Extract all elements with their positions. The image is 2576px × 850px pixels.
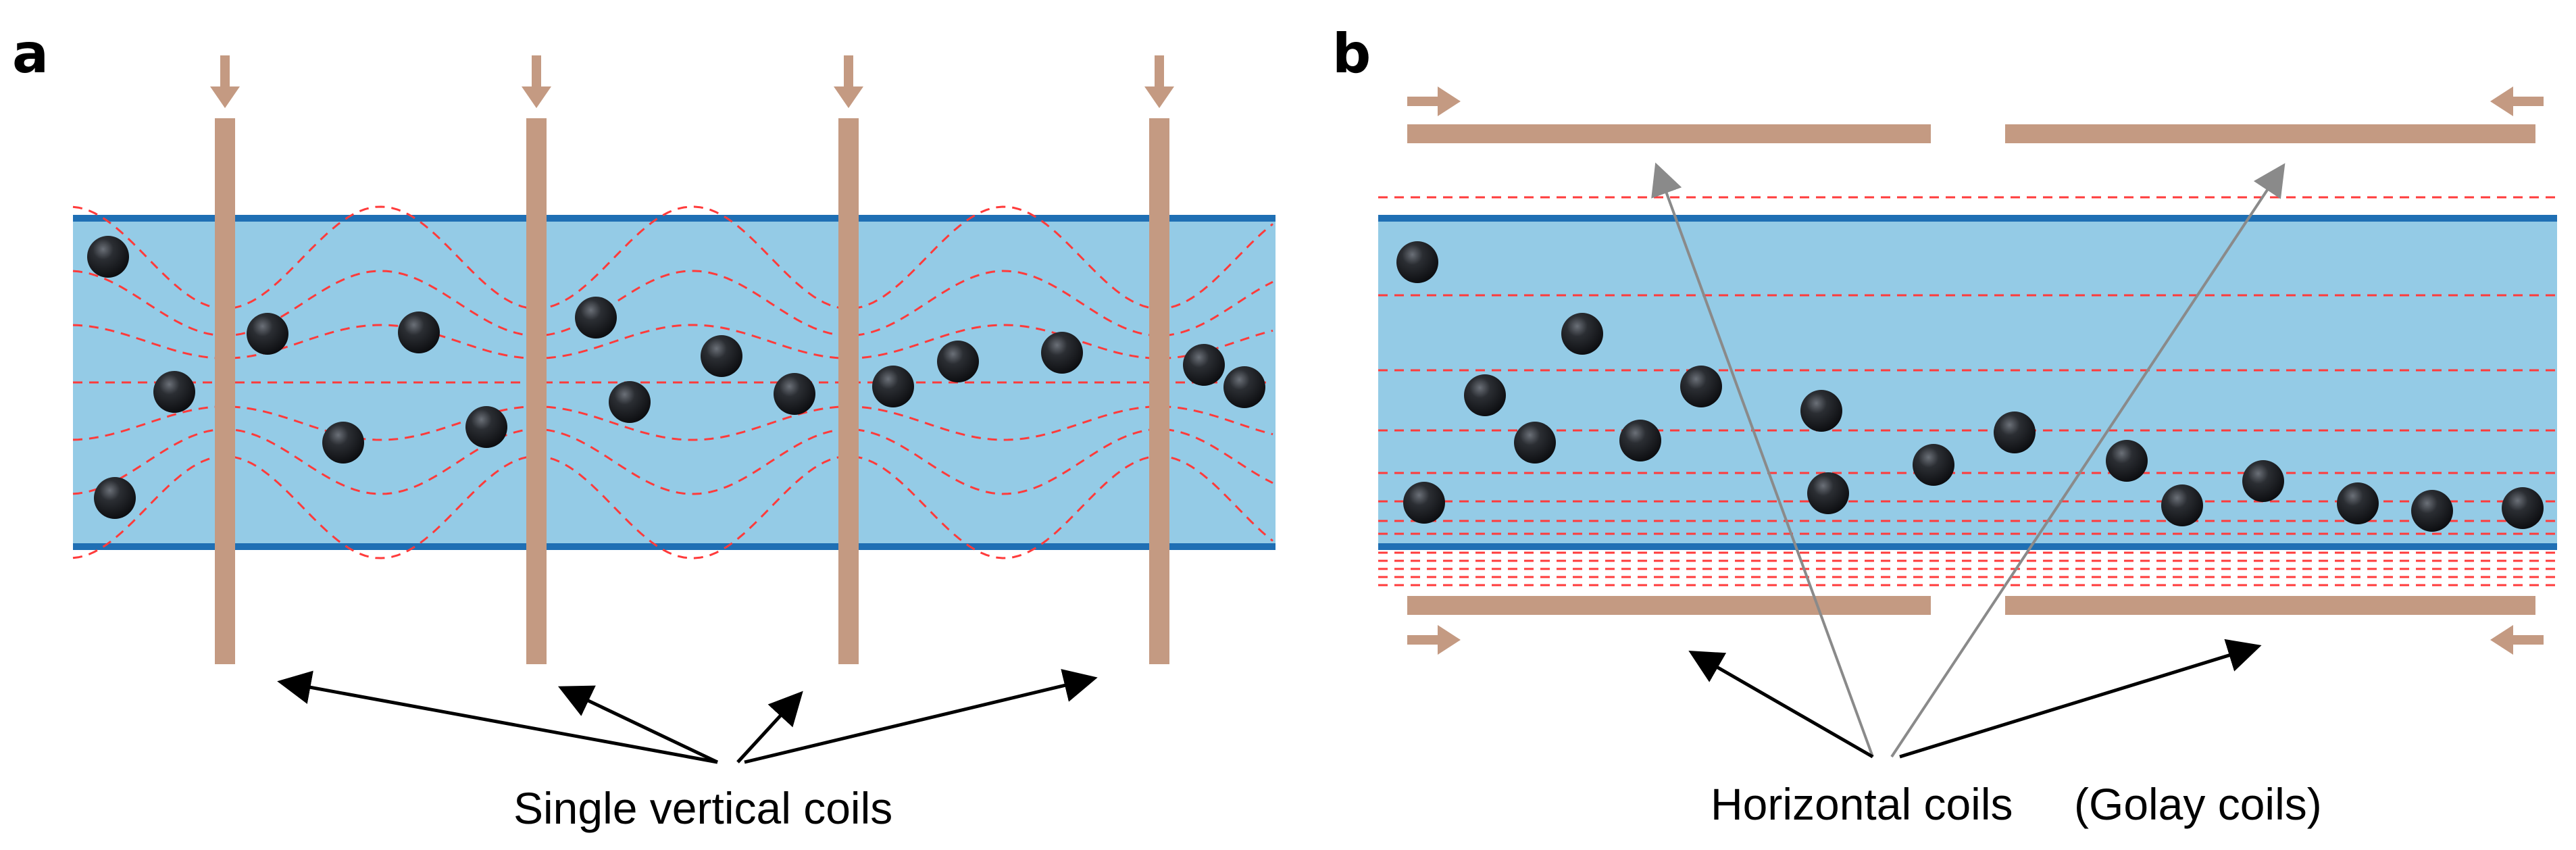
particle-icon (94, 477, 136, 519)
particles-b (1396, 241, 2544, 532)
horizontal-coils (1407, 124, 2535, 615)
panel-a-caption: Single vertical coils (513, 783, 893, 833)
pointer-arrow (1688, 651, 1874, 759)
vertical-coil-1 (215, 118, 235, 664)
current-arrows-b (1407, 86, 2544, 655)
particle-icon (1514, 422, 1556, 464)
particle-icon (465, 406, 507, 448)
field-line (72, 428, 1273, 495)
down-arrow-icon (522, 55, 551, 108)
vertical-coil-2 (526, 118, 547, 664)
pointer-arrow-gray (1890, 163, 2285, 758)
horizontal-coil-bottom-right (2005, 596, 2535, 615)
pointer-arrow-gray (1651, 162, 1874, 757)
particle-icon (2337, 482, 2379, 524)
particle-icon (1680, 366, 1722, 407)
pointer-arrow (1899, 639, 2262, 759)
vertical-coil-3 (838, 118, 859, 664)
right-arrow-icon (1407, 86, 1461, 116)
particle-icon (87, 236, 129, 278)
pointer-arrow (744, 669, 1098, 764)
pointer-arrows-b (1651, 162, 2285, 759)
particle-icon (1464, 374, 1506, 416)
vertical-coil-4 (1149, 118, 1169, 664)
particle-icon (575, 297, 617, 339)
particle-icon (1396, 241, 1438, 283)
particle-icon (1041, 332, 1083, 374)
particle-icon (774, 373, 815, 415)
horizontal-coil-bottom-left (1407, 596, 1931, 615)
particle-icon (2502, 487, 2544, 529)
particle-icon (1561, 313, 1603, 355)
particle-icon (872, 366, 914, 407)
down-arrow-icon (1144, 55, 1174, 108)
channel-b (1378, 218, 2557, 547)
field-lines-b (1378, 196, 2557, 586)
pointer-arrow (277, 670, 718, 764)
panel-a (72, 55, 1276, 764)
particle-icon (1994, 411, 2036, 453)
panel-b (1378, 86, 2557, 759)
particle-icon (1619, 420, 1661, 461)
panel-b-label: b (1332, 22, 1371, 85)
particle-icon (2106, 440, 2148, 482)
down-arrow-icon (210, 55, 240, 108)
particle-icon (2411, 490, 2453, 532)
down-arrow-icon (834, 55, 863, 108)
particle-icon (937, 341, 979, 382)
horizontal-coil-top-right (2005, 124, 2535, 143)
particle-icon (322, 422, 364, 464)
pointer-arrow (557, 685, 719, 764)
current-arrows-a (210, 55, 1174, 108)
horizontal-coil-top-left (1407, 124, 1931, 143)
particle-icon (1403, 482, 1445, 524)
right-arrow-icon (1407, 625, 1461, 655)
particle-icon (2242, 460, 2284, 502)
particle-icon (1913, 444, 1954, 486)
particle-icon (247, 313, 288, 355)
particle-icon (1800, 390, 1842, 432)
particle-icon (609, 381, 651, 423)
pointer-arrow (736, 691, 803, 764)
particle-icon (1183, 344, 1225, 386)
particles-a (87, 236, 1265, 519)
particle-icon (1807, 472, 1849, 514)
left-arrow-icon (2490, 86, 2544, 116)
particle-icon (2161, 484, 2203, 526)
vertical-coils (215, 118, 1169, 664)
panel-b-caption-main: Horizontal coils (1711, 779, 2013, 829)
left-arrow-icon (2490, 625, 2544, 655)
particle-icon (398, 311, 440, 353)
panel-a-label: a (12, 22, 49, 85)
particle-icon (1223, 366, 1265, 408)
particle-icon (701, 335, 742, 377)
field-line (72, 405, 1273, 441)
particle-icon (153, 371, 195, 413)
panel-b-caption-paren: (Golay coils) (2074, 779, 2322, 829)
pointer-arrows-a (277, 669, 1098, 764)
